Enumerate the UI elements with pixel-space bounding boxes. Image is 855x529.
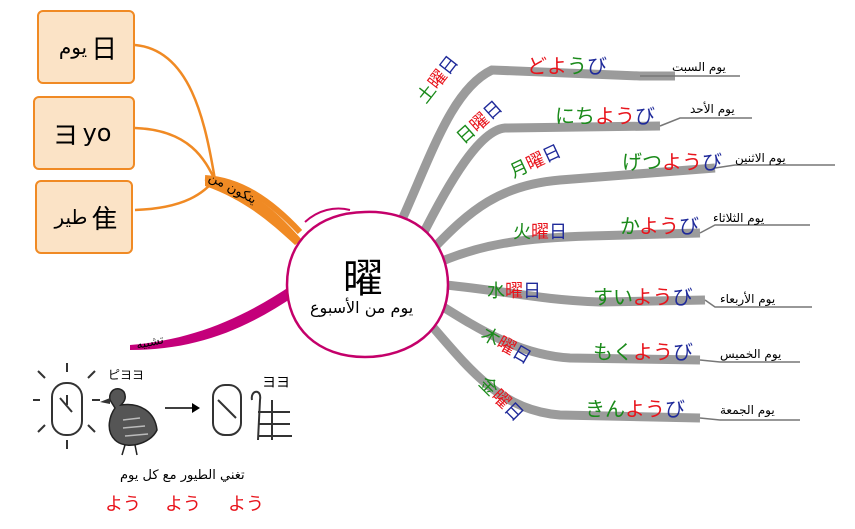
branch-line-sunday: [415, 121, 661, 243]
day-reading-char: よ: [632, 285, 653, 309]
day-kanji-char: 日: [523, 281, 541, 302]
day-meaning: يوم الثلاثاء: [713, 211, 765, 225]
day-reading-char: よ: [547, 54, 567, 78]
analogy-line: [130, 285, 296, 350]
component-box-1: يوم 日: [37, 10, 135, 84]
component-box-2: ヨ yo: [33, 96, 135, 170]
component-trunk: [205, 180, 302, 245]
day-reading-char: う: [567, 54, 587, 78]
day-kanji-char: 水: [487, 281, 505, 302]
day-meaning: يوم الاثنين: [735, 151, 786, 165]
day-kanji-char: 曜: [505, 281, 523, 302]
branch-line-saturday: [390, 65, 675, 237]
day-meaning: يوم السبت: [672, 60, 726, 74]
bird-drawing: [100, 388, 158, 456]
day-reading-char: げ: [622, 150, 642, 174]
branch-line-tuesday: [438, 228, 701, 267]
day-reading-char: つ: [642, 150, 662, 174]
result-sound-text: ヨヨ: [262, 375, 290, 391]
day-reading-char: び: [665, 397, 685, 421]
sound-yo-3: よう: [228, 494, 264, 515]
day-reading-char: う: [682, 150, 702, 174]
day-reading-char: い: [613, 285, 633, 309]
component-line-3: [134, 179, 216, 212]
day-reading-char: も: [593, 340, 613, 364]
center-kanji: 曜: [343, 256, 383, 302]
day-reading-char: ん: [605, 397, 625, 421]
day-meaning: يوم الخميس: [720, 347, 782, 361]
day-reading-char: う: [645, 397, 665, 421]
day-reading: どようび: [527, 50, 607, 79]
day-meaning: يوم الجمعة: [720, 403, 775, 417]
branch-line-monday: [428, 163, 716, 254]
day-reading-char: う: [653, 340, 673, 364]
component-kanji: 日: [91, 34, 118, 65]
analogy-caption: تغني الطيور مع كل يوم: [120, 468, 245, 483]
day-reading-char: び: [673, 340, 693, 364]
day-meaning: يوم الأحد: [690, 102, 735, 116]
branch-line-thursday: [437, 301, 701, 365]
day-kanji: 火曜日: [513, 218, 567, 244]
day-reading-char: ち: [575, 104, 595, 128]
day-meaning: يوم الأربعاء: [720, 292, 776, 306]
day-reading-char: よ: [662, 150, 682, 174]
day-reading-char: よ: [633, 340, 653, 364]
day-reading-char: び: [679, 214, 699, 238]
day-reading-char: び: [702, 150, 722, 174]
bird-sound-text: ピヨヨ: [108, 368, 145, 382]
branch-line-wednesday: [444, 280, 706, 307]
day-reading: もくようび: [593, 336, 693, 365]
day-reading: げつようび: [622, 146, 722, 175]
day-reading: きんようび: [585, 393, 685, 422]
day-reading-char: び: [672, 285, 693, 309]
component-box-3: طير 隹: [35, 180, 133, 254]
day-reading-char: に: [555, 104, 575, 128]
day-reading-char: う: [652, 285, 673, 309]
component-line-2: [134, 126, 217, 181]
day-reading-char: び: [635, 104, 655, 128]
day-kanji-char: 火: [513, 222, 531, 243]
day-kanji: 水曜日: [487, 277, 541, 303]
day-reading-char: き: [585, 397, 605, 421]
sun-drawing: [33, 363, 100, 449]
day-reading-char: か: [620, 214, 639, 238]
day-reading-char: う: [615, 104, 635, 128]
center-circle: [285, 210, 450, 359]
sound-yo-1: よう: [105, 494, 141, 515]
day-reading: すいようび: [593, 281, 693, 310]
day-reading-char: よ: [639, 214, 659, 238]
component-line-1: [134, 43, 217, 181]
center-label: يوم من الأسبوع: [310, 298, 414, 317]
day-reading-char: く: [613, 340, 633, 364]
day-reading: かようび: [620, 210, 699, 239]
component-kanji: 隹: [91, 204, 118, 235]
day-kanji-char: 日: [549, 222, 567, 243]
yo-glyph-drawing: [212, 384, 292, 441]
component-label: yo: [82, 119, 112, 147]
day-reading-char: す: [593, 285, 613, 309]
branch-line-friday: [421, 315, 701, 423]
day-reading: にちようび: [555, 100, 655, 129]
day-reading-char: よ: [625, 397, 645, 421]
component-kanji: ヨ: [52, 120, 79, 151]
day-reading-char: う: [659, 214, 679, 238]
day-reading-char: ど: [527, 54, 547, 78]
sound-yo-2: よう: [165, 494, 201, 515]
arrow-icon: [165, 403, 200, 413]
day-reading-char: び: [587, 54, 607, 78]
day-reading-char: よ: [595, 104, 615, 128]
component-label: طير: [54, 205, 88, 229]
day-kanji-char: 曜: [531, 222, 549, 243]
component-label: يوم: [58, 35, 88, 59]
